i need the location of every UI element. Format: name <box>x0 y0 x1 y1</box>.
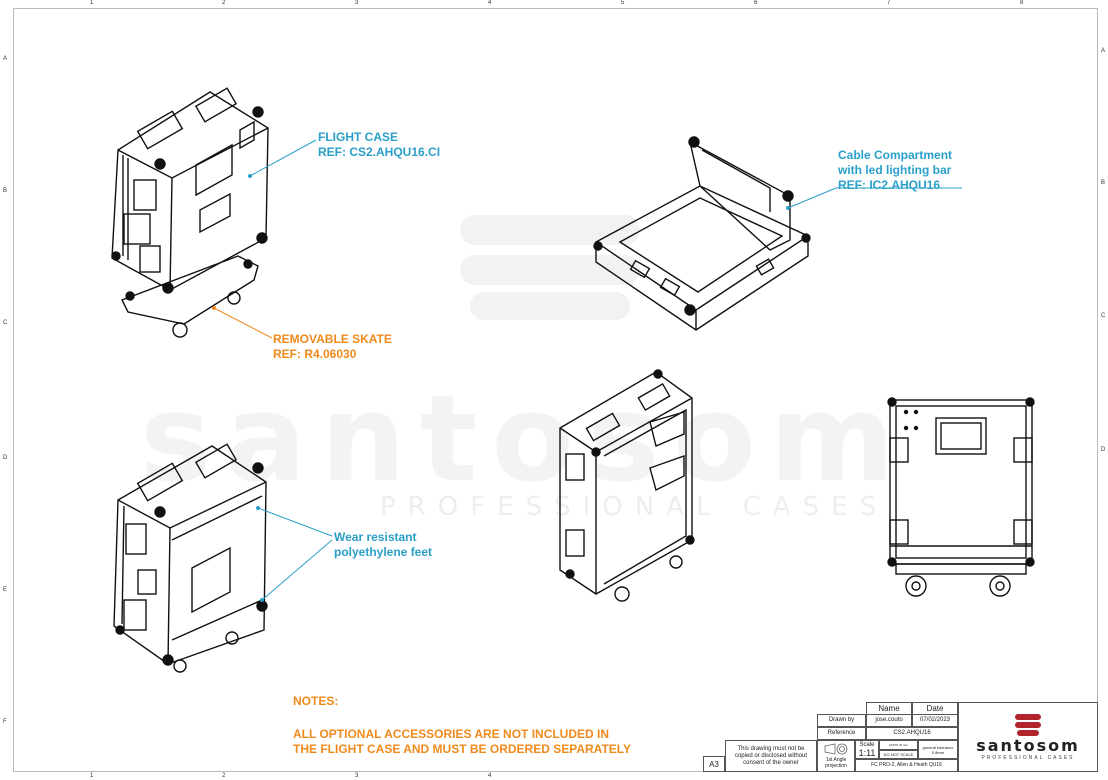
callout-flight-case-ref: REF: CS2.AHQU16.CI <box>318 145 441 159</box>
callout-flight-case-title: FLIGHT CASE <box>318 130 398 144</box>
notes-title: NOTES: <box>293 694 339 708</box>
grid-row-right-b: B <box>1101 180 1106 186</box>
grid-col-bottom-4: 4 <box>488 773 492 779</box>
front-view <box>887 397 1035 597</box>
tb-reference-value: CS2.AHQU16 <box>866 727 958 740</box>
tb-projection: 1st Angle projection <box>825 757 847 769</box>
tb-scale-label: Scale <box>859 741 875 748</box>
drawing-frame <box>13 8 1098 772</box>
tb-do-not-scale: DO NOT SCALE <box>879 750 918 759</box>
grid-col-bottom-3: 3 <box>355 773 359 779</box>
leader-lines-blue <box>248 139 962 602</box>
tb-sheet-size: A3 <box>703 756 725 772</box>
tb-logo-sub: PROFESSIONAL CASES <box>981 754 1075 761</box>
grid-row-right-d: D <box>1101 447 1106 453</box>
grid-row-d: D <box>3 455 8 461</box>
tb-tolerance-label: general tolerance <box>922 744 954 750</box>
flight-case-iso-bottom <box>113 443 268 673</box>
tb-tolerance-value: 0.8mm <box>931 749 945 755</box>
tb-logo-text: santosom <box>976 735 1080 755</box>
callout-cable-line2: with led lighting bar <box>838 163 952 177</box>
grid-col-1: 1 <box>90 0 94 6</box>
callout-feet: Wear resistant polyethylene feet <box>334 530 432 560</box>
callout-feet-line2: polyethylene feet <box>334 545 433 559</box>
tb-tolerance-cell: general tolerance 0.8mm <box>918 740 958 759</box>
tb-drawn-by-date: 07/02/2023 <box>912 714 958 727</box>
grid-row-f: F <box>3 719 7 725</box>
projection-symbol-icon <box>824 743 848 755</box>
grid-row-right-a: A <box>1101 48 1106 54</box>
tb-units-cell: UNITS IN mm <box>879 740 918 750</box>
notes-line-1: ALL OPTIONAL ACCESSORIES ARE NOT INCLUDE… <box>293 727 610 741</box>
callout-cable-line1: Cable Compartment <box>838 148 953 162</box>
santosom-logo-icon <box>1015 713 1041 736</box>
tb-description: FC PRO-2, Allen & Heath QU16 <box>855 759 958 772</box>
open-case-iso <box>559 369 695 602</box>
tb-reference-label: Reference <box>817 727 866 740</box>
tb-units-label: UNITS IN mm <box>889 743 908 747</box>
tb-scale-value: 1:11 <box>858 747 876 758</box>
tb-drawn-by-name: jose.couto <box>866 714 912 727</box>
cable-compartment-iso <box>593 136 811 331</box>
flight-case-iso-top <box>111 87 269 338</box>
leader-line-orange <box>212 306 273 339</box>
grid-col-6: 6 <box>754 0 758 6</box>
tb-date-header: Date <box>912 702 958 714</box>
grid-col-8: 8 <box>1020 0 1024 6</box>
tb-scale-cell: Scale 1:11 <box>855 740 879 759</box>
callout-feet-line1: Wear resistant <box>334 530 417 544</box>
callout-flight-case: FLIGHT CASE REF: CS2.AHQU16.CI <box>318 130 440 160</box>
tb-projection-cell: 1st Angle projection <box>817 740 855 772</box>
callout-skate: REMOVABLE SKATE REF: R4.06030 <box>273 332 392 362</box>
callout-skate-ref: REF: R4.06030 <box>273 347 357 361</box>
grid-row-right-c: C <box>1101 313 1106 319</box>
tb-disclaimer: This drawing must not be copied or discl… <box>725 740 817 772</box>
callout-cable: Cable Compartment with led lighting bar … <box>838 148 952 193</box>
grid-col-5: 5 <box>621 0 625 6</box>
grid-col-3: 3 <box>355 0 359 6</box>
tb-drawn-by-label: Drawn by <box>817 714 866 727</box>
grid-col-4: 4 <box>488 0 492 6</box>
grid-col-bottom-2: 2 <box>222 773 226 779</box>
grid-col-2: 2 <box>222 0 226 6</box>
notes-line-2: THE FLIGHT CASE AND MUST BE ORDERED SEPA… <box>293 742 632 756</box>
tb-logo-cell: santosom PROFESSIONAL CASES <box>958 702 1098 772</box>
grid-row-a: A <box>3 56 8 62</box>
callout-cable-ref: REF: IC2.AHQU16 <box>838 178 941 192</box>
grid-col-7: 7 <box>887 0 891 6</box>
grid-row-e: E <box>3 587 8 593</box>
grid-row-c: C <box>3 320 8 326</box>
callout-skate-title: REMOVABLE SKATE <box>273 332 392 346</box>
grid-col-bottom-1: 1 <box>90 773 94 779</box>
tb-name-header: Name <box>866 702 912 714</box>
grid-row-b: B <box>3 188 8 194</box>
